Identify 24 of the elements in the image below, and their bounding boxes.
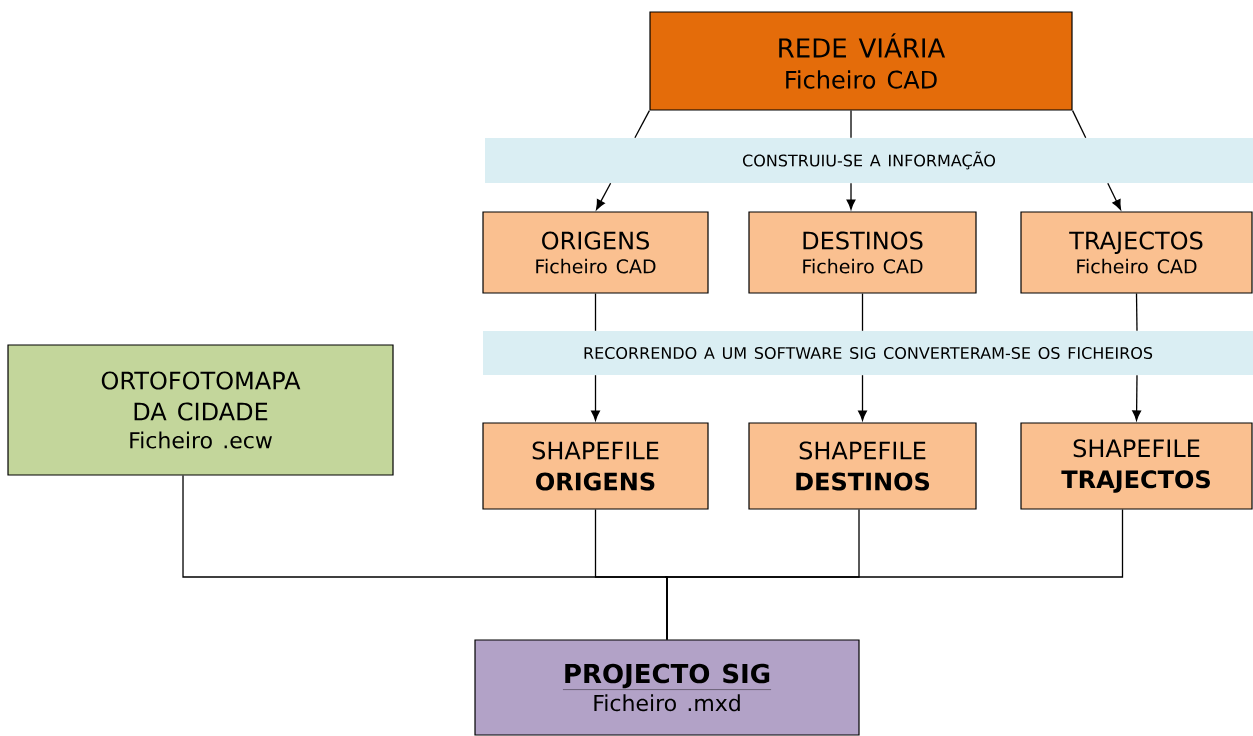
connector-line (594, 292, 597, 332)
shapefile-box: SHAPEFILE DESTINOS (748, 422, 977, 510)
file-box: TRAJECTOS Ficheiro CAD (1020, 211, 1253, 294)
connector-line (664, 508, 1124, 641)
ortophoto-box: ORTOFOTOMAPA DA CIDADE Ficheiro .ecw (7, 344, 394, 476)
project-box: PROJECTO SIG Ficheiro .mxd (474, 639, 860, 736)
arrow (846, 182, 856, 210)
arrow (596, 182, 612, 210)
file-box: DESTINOS Ficheiro CAD (748, 211, 977, 294)
connector-line (634, 109, 651, 139)
step-band: RECORRENDO A UM SOFTWARE SIG CONVERTERAM-SE OS FICHEIROS (483, 331, 1253, 375)
connector-line (861, 292, 864, 332)
connector-line (1071, 109, 1087, 139)
arrow (1107, 182, 1122, 210)
connector-line (850, 109, 852, 139)
source-box: REDE VIÁRIA Ficheiro CAD (649, 11, 1073, 111)
shapefile-box: SHAPEFILE TRAJECTOS (1020, 422, 1253, 510)
file-box: ORIGENS Ficheiro CAD (482, 211, 709, 294)
connector-line (1135, 292, 1138, 332)
step-band: CONSTRUIU-SE A INFORMAÇÃO (485, 138, 1253, 183)
shapefile-box: SHAPEFILE ORIGENS (482, 422, 709, 510)
arrow (1132, 374, 1142, 421)
arrow (591, 374, 600, 421)
arrow (858, 374, 867, 421)
